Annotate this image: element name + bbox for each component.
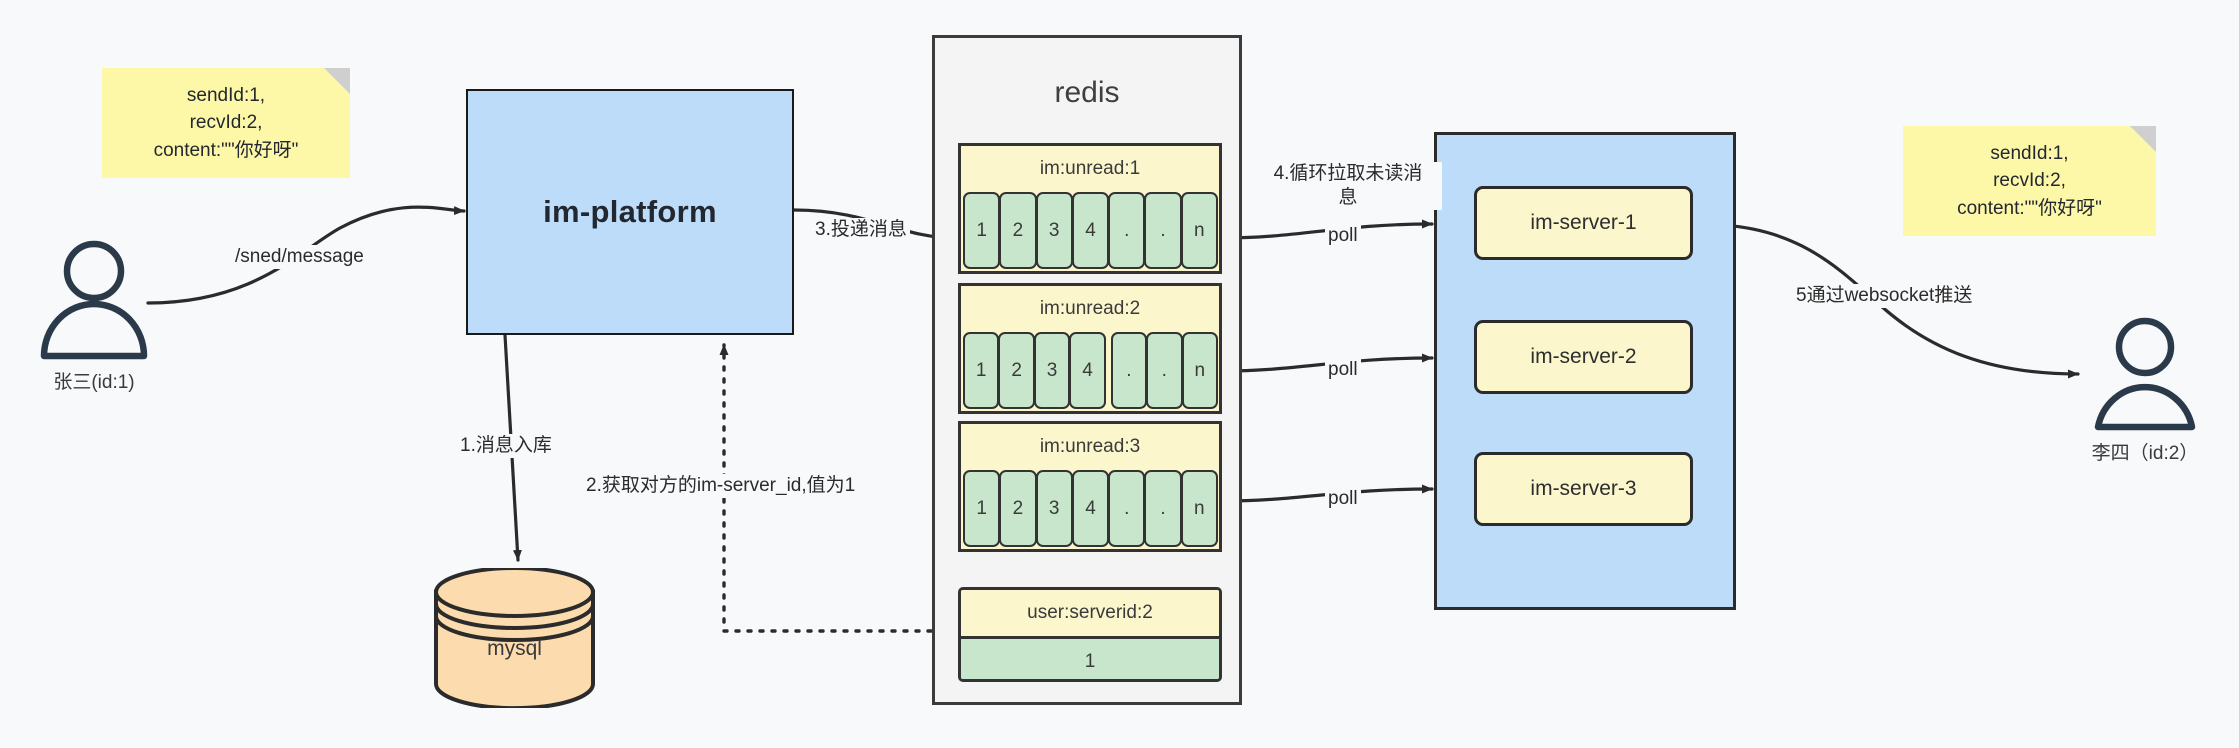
actor-sender-caption: 张三(id:1) (53, 372, 135, 393)
queue-cell[interactable]: 4 (1069, 332, 1106, 409)
user-icon (40, 240, 148, 360)
sticky-note-left: sendId:1, recvId:2, content:""你好呀" (102, 68, 350, 178)
redis-queue-0[interactable]: im:unread:1 1 2 3 4 . . n (958, 143, 1222, 274)
container-redis-label: redis (1054, 76, 1120, 109)
redis-queue-2-key: im:unread:3 (1039, 436, 1141, 457)
edge-label-step3: 3.投递消息 (812, 218, 910, 242)
queue-cell[interactable]: n (1181, 332, 1218, 409)
sticky-note-right: sendId:1, recvId:2, content:""你好呀" (1903, 126, 2156, 236)
queue-cell[interactable]: 3 (1035, 470, 1073, 547)
edge-label-step2: 2.获取对方的im-server_id,值为1 (583, 474, 859, 498)
redis-queue-0-key: im:unread:1 (1039, 158, 1141, 179)
queue-cell[interactable]: n (1180, 470, 1218, 547)
redis-kv-value: 1 (961, 639, 1219, 679)
redis-queue-2-cells: 1 2 3 4 . . n (961, 470, 1219, 547)
edge-label-poll-2: poll (1325, 358, 1361, 382)
node-im-server-3-label: im-server-3 (1530, 477, 1637, 500)
edge-label-poll-1: poll (1325, 224, 1361, 248)
node-im-server-3[interactable]: im-server-3 (1474, 452, 1693, 526)
redis-queue-2[interactable]: im:unread:3 1 2 3 4 . . n (958, 421, 1222, 552)
queue-cell[interactable]: . (1108, 192, 1146, 269)
queue-cell[interactable]: 2 (999, 192, 1037, 269)
queue-cell[interactable]: 3 (1035, 192, 1073, 269)
node-im-server-1-label: im-server-1 (1530, 211, 1637, 234)
queue-cell[interactable]: 1 (963, 192, 1001, 269)
redis-queue-1-key: im:unread:2 (1039, 298, 1141, 319)
queue-cell[interactable]: . (1144, 470, 1182, 547)
database-icon (434, 566, 595, 711)
edge-label-send-message: /sned/message (232, 245, 367, 269)
node-mysql[interactable]: mysql (432, 566, 597, 711)
queue-cell[interactable]: 2 (998, 332, 1035, 409)
queue-cell[interactable]: 1 (963, 470, 1001, 547)
node-im-server-2[interactable]: im-server-2 (1474, 320, 1693, 394)
edge-label-poll-3: poll (1325, 487, 1361, 511)
queue-cell[interactable]: . (1110, 332, 1148, 409)
note-fold-icon (2130, 126, 2156, 152)
user-icon (2094, 317, 2196, 431)
queue-cell[interactable]: 2 (999, 470, 1037, 547)
sticky-note-right-text: sendId:1, recvId:2, content:""你好呀" (1957, 142, 2102, 219)
queue-cell[interactable]: . (1146, 332, 1183, 409)
redis-queue-0-cells: 1 2 3 4 . . n (961, 192, 1219, 269)
redis-kv-key: user:serverid:2 (961, 590, 1219, 639)
edge-label-step4: 4.循环拉取未读消 息 (1254, 162, 1442, 210)
node-mysql-label: mysql (487, 637, 542, 661)
actor-receiver-caption: 李四（id:2） (2091, 443, 2199, 464)
actor-sender: 张三(id:1) (35, 240, 153, 393)
edge-label-step5: 5通过websocket推送 (1793, 284, 1976, 308)
queue-cell[interactable]: . (1144, 192, 1182, 269)
node-im-server-2-label: im-server-2 (1530, 345, 1637, 368)
queue-cell[interactable]: 1 (963, 332, 1000, 409)
node-im-platform[interactable]: im-platform (466, 89, 794, 335)
queue-cell[interactable]: 3 (1033, 332, 1071, 409)
node-im-server-1[interactable]: im-server-1 (1474, 186, 1693, 260)
redis-queue-1[interactable]: im:unread:2 1 2 3 4 . . n (958, 283, 1222, 414)
sticky-note-left-text: sendId:1, recvId:2, content:""你好呀" (153, 84, 299, 161)
queue-cell[interactable]: 4 (1071, 192, 1110, 269)
redis-queue-1-cells: 1 2 3 4 . . n (961, 332, 1219, 409)
note-fold-icon (324, 68, 350, 94)
node-im-platform-label: im-platform (543, 194, 717, 229)
actor-receiver: 李四（id:2） (2090, 317, 2200, 464)
queue-cell[interactable]: 4 (1071, 470, 1110, 547)
queue-cell[interactable]: n (1180, 192, 1218, 269)
queue-cell[interactable]: . (1108, 470, 1146, 547)
edge-label-step1: 1.消息入库 (457, 434, 555, 458)
redis-kv-user-serverid[interactable]: user:serverid:2 1 (958, 587, 1222, 682)
